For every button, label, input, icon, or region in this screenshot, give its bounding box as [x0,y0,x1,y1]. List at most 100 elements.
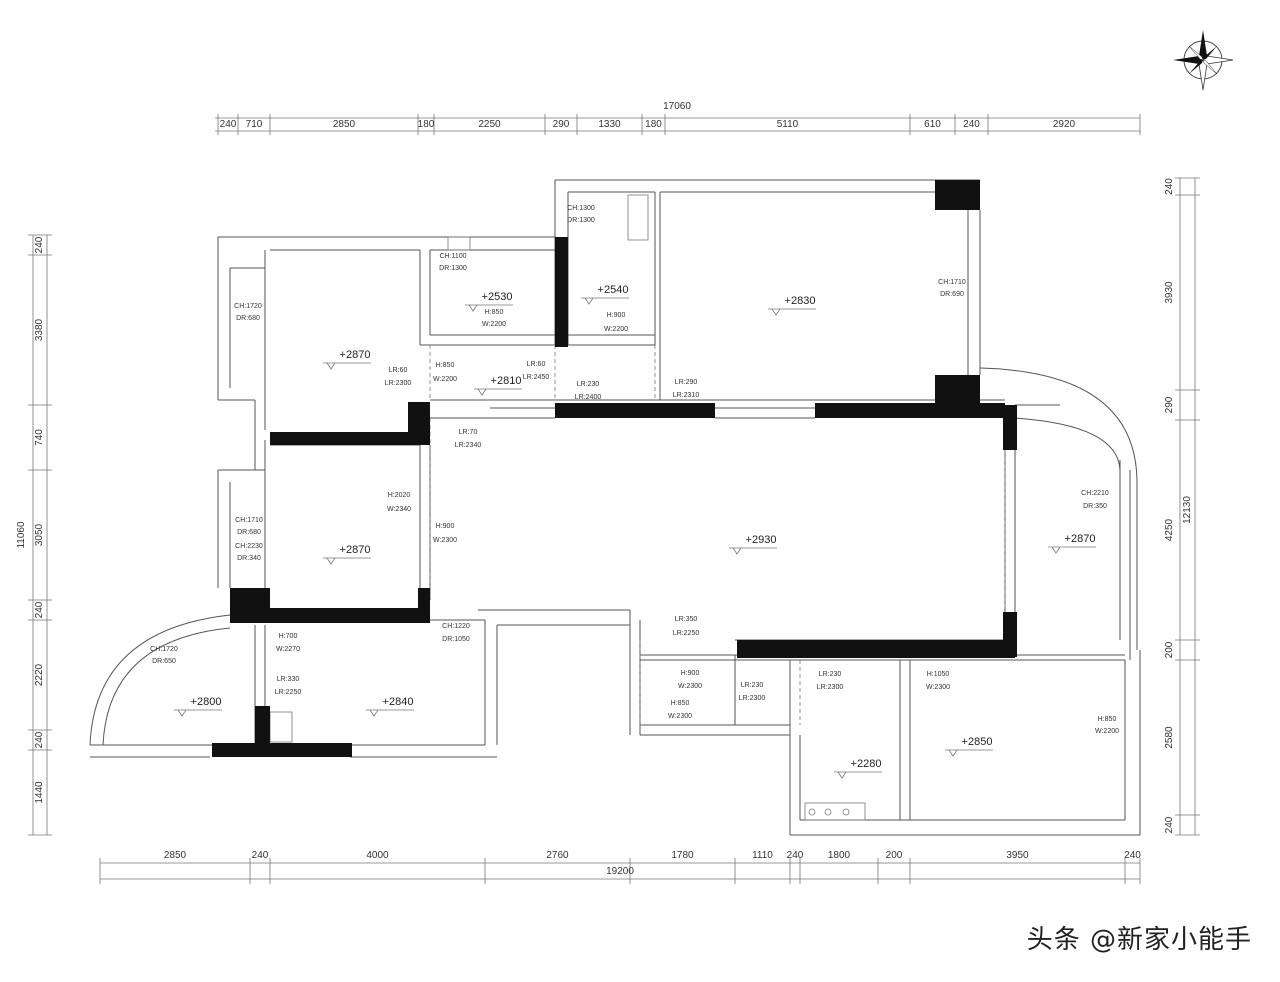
structural-column [408,402,430,445]
floor-level-label: +2850 [962,736,993,748]
room-note: CH:2230 [235,543,263,550]
room-note: CH:1220 [442,623,470,630]
floor-level-label: +2830 [785,295,816,307]
level-mark-triangle [468,304,478,312]
dim-label-bottom: 240 [787,850,804,861]
dim-label-left: 240 [34,731,45,748]
level-mark-triangle [369,709,379,717]
room-note: LR:2340 [455,442,482,449]
structural-column [555,237,568,347]
room-note: CH:1720 [234,303,262,310]
burner-icon [808,808,816,816]
dim-total-top: 17060 [663,101,691,112]
dim-total-left: 11060 [16,521,27,549]
room-note: LR:330 [277,676,300,683]
balcony-curve-left-inner [102,627,231,746]
level-mark-triangle [948,749,958,757]
stair-fixture [447,236,471,251]
floor-level-label: +2840 [383,696,414,708]
dim-label-top: 240 [963,119,980,130]
burner-icon [824,808,832,816]
dim-label-left: 240 [34,236,45,253]
room-note: W:2300 [433,537,457,544]
dim-label-right: 2580 [1164,726,1175,749]
balcony-curve-right-inner [1014,417,1121,471]
room-note: LR:2300 [739,695,766,702]
structural-column [815,403,1005,418]
dim-label-bottom: 4000 [366,850,389,861]
dim-label-right: 240 [1164,816,1175,833]
dim-label-top: 5110 [777,119,799,130]
structural-column [935,180,980,210]
dim-label-top: 2920 [1053,119,1076,130]
room-note: LR:2250 [673,630,700,637]
dim-label-right: 200 [1164,641,1175,658]
room-note: LR:350 [675,616,698,623]
room-note: DR:350 [1083,503,1107,510]
room-note: LR:2450 [523,374,550,381]
burner-icon [842,808,850,816]
room-note: DR:650 [152,658,176,665]
room-note: H:850 [485,309,504,316]
room-note: CH:1300 [567,205,595,212]
room-note: LR:2310 [673,392,700,399]
room-note: H:850 [1098,716,1117,723]
dim-label-top: 180 [645,119,662,130]
floor-level-label: +2870 [340,349,371,361]
room-note: H:900 [681,670,700,677]
structural-column [270,608,420,623]
level-mark-triangle [326,362,336,370]
room-note: LR:230 [741,682,764,689]
room-note: CH:1720 [150,646,178,653]
room-note: W:2200 [604,326,628,333]
structural-column [555,403,715,418]
room-note: DR:680 [237,529,261,536]
room-note: LR:290 [675,379,698,386]
room-note: H:850 [436,362,455,369]
dim-label-bottom: 240 [252,850,269,861]
room-note: W:2200 [433,376,457,383]
room-note: LR:2400 [575,394,602,401]
level-mark-triangle [584,297,594,305]
room-note: W:2200 [1095,728,1119,735]
floor-level-label: +2870 [1065,533,1096,545]
dim-label-left: 740 [34,429,45,446]
floor-level-label: +2280 [851,758,882,770]
level-mark-triangle [326,557,336,565]
structural-column [270,432,410,445]
dim-label-right: 4250 [1164,518,1175,541]
room-note: H:1050 [927,671,950,678]
level-mark-triangle [732,547,742,555]
level-mark-triangle [771,308,781,316]
structural-column [1003,405,1017,450]
room-note: CH:1100 [439,253,466,260]
level-mark-triangle [1051,546,1061,554]
room-note: H:900 [607,312,626,319]
dim-label-bottom: 3950 [1006,850,1029,861]
room-note: H:900 [436,523,455,530]
room-note: W:2300 [678,683,702,690]
dim-label-right: 240 [1164,178,1175,195]
dim-label-bottom: 2850 [164,850,187,861]
dim-label-top: 180 [418,119,435,130]
kitchen-fixture [627,194,649,241]
room-note: W:2300 [668,713,692,720]
floor-level-label: +2930 [746,534,777,546]
balcony-curve-left [89,614,231,746]
room-note: H:850 [671,700,690,707]
room-note: CH:1710 [235,517,263,524]
dim-label-bottom: 2760 [546,850,569,861]
room-note: LR:70 [459,429,478,436]
dim-label-bottom: 1110 [752,850,773,861]
room-note: W:2340 [387,506,411,513]
dim-label-bottom: 1800 [828,850,851,861]
dim-label-bottom: 240 [1124,850,1141,861]
dim-label-bottom: 200 [886,850,903,861]
floor-level-label: +2810 [491,375,522,387]
room-note: LR:2250 [275,689,302,696]
level-mark-triangle [837,771,847,779]
door-swing [269,711,293,743]
room-note: LR:2300 [817,684,844,691]
room-note: H:2020 [388,492,411,499]
